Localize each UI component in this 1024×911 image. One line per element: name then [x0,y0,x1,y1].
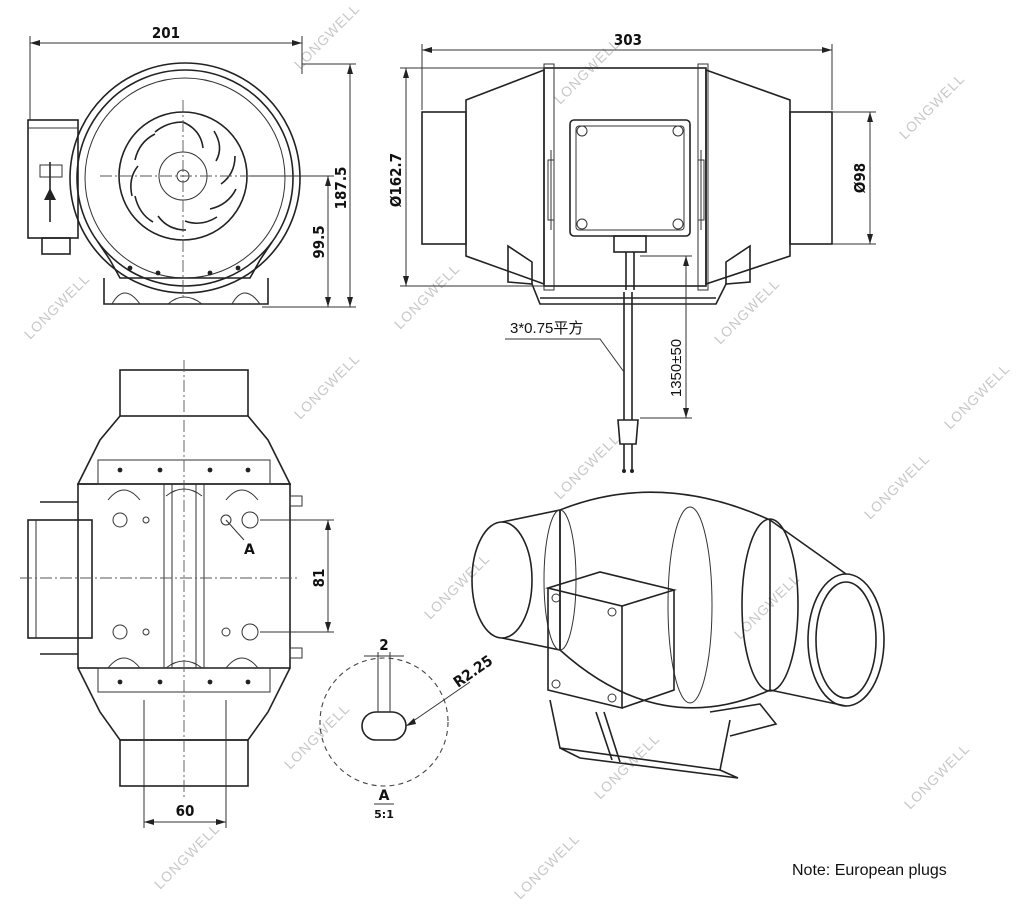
watermark: LONGWELL [901,740,973,812]
dim-front-width: 201 [152,24,180,42]
dim-front-height: 187.5 [332,167,350,210]
watermark: LONGWELL [591,730,663,802]
bottom-view: A 81 60 [20,360,334,828]
watermark: LONGWELL [421,550,493,622]
dim-outlet-diameter: Ø98 [851,163,869,193]
note-text: Note: European plugs [792,862,947,879]
detail-a-view: 2 R2.25 A 5:1 [319,636,496,821]
watermark: LONGWELL [896,70,968,142]
dim-front-center-height: 99.5 [310,225,328,258]
section-scale: 5:1 [374,808,394,821]
watermark: LONGWELL [941,360,1013,432]
isometric-view [471,491,885,779]
watermark: LONGWELL [281,700,353,772]
watermark: LONGWELL [711,275,783,347]
watermark: LONGWELL [391,260,463,332]
dim-body-diameter: Ø162.7 [387,153,405,207]
watermark: LONGWELL [151,820,223,892]
dim-side-length: 303 [614,31,642,49]
cable-spec-label: 3*0.75平方 [510,320,583,337]
section-label: A [379,788,390,804]
side-view: 303 Ø1 [387,31,876,473]
watermark-layer: LONGWELL LONGWELL LONGWELL LONGWELL LONG… [21,0,1013,902]
dim-slot-width: 2 [379,636,388,654]
watermark: LONGWELL [511,830,583,902]
impeller-blades [130,121,237,231]
front-view: 201 [27,24,356,308]
watermark: LONGWELL [551,430,623,502]
dim-detail-radius: R2.25 [450,651,496,691]
watermark: LONGWELL [291,350,363,422]
dim-cable-length: 1350±50 [668,339,685,397]
watermark: LONGWELL [551,35,623,107]
dim-bracket-width: 60 [176,802,195,820]
watermark: LONGWELL [21,270,93,342]
detail-ref-label: A [244,542,255,558]
watermark: LONGWELL [861,450,933,522]
dim-hole-spacing: 81 [310,569,328,588]
